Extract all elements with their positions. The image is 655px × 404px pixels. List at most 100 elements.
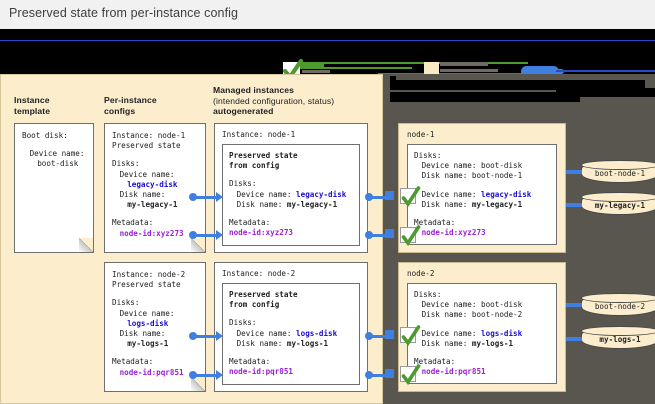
mi1-preserved-l2: from config [229, 161, 280, 171]
connector-arrow-icon [216, 331, 223, 341]
spacer [414, 210, 551, 218]
node2-extra-device-label: Device name: [421, 328, 477, 338]
connector-line [195, 195, 217, 199]
pic2-preserved: Preserved state [112, 280, 181, 290]
template-device-name-value: boot-disk [37, 159, 79, 169]
pic1-disks-label: Disks: [112, 159, 140, 169]
mi2-disk-name-label: Disk name: [236, 338, 283, 348]
volume-label: my-logs-1 [599, 335, 641, 344]
volume-label: boot-node-2 [594, 302, 646, 311]
page-fold-icon [79, 238, 94, 253]
mi2-metadata-label: Metadata: [229, 357, 271, 367]
redacted-legend-banner [0, 29, 655, 74]
volume-my-logs-1: my-logs-1 [581, 326, 655, 349]
mi2-metadata-value: node-id:pqr851 [229, 367, 294, 377]
preserved-check-badge-node1-metadata [400, 225, 421, 247]
connector-dot [189, 332, 197, 340]
pic1-disk-name-value: my-legacy-1 [127, 200, 178, 210]
spacer [112, 151, 199, 159]
right-panel-redacted-line-1 [390, 80, 645, 90]
preserved-check-badge-node2-disk [400, 325, 421, 347]
page-title: Preserved state from per-instance config [9, 6, 239, 20]
node1-extra-disk-row: Disk name: my-legacy-1 [414, 200, 551, 210]
mi2-device-row: Device name: logs-disk [229, 329, 354, 339]
page-fold-icon [191, 377, 206, 392]
mi2-device-name-value: logs-disk [296, 328, 338, 338]
node2-extra-disk-row: Disk name: my-logs-1 [414, 339, 551, 349]
node1-extra-device-label: Device name: [421, 189, 477, 199]
legend-blue-tail [549, 69, 564, 74]
check-icon [401, 225, 421, 247]
mi1-instance: Instance: node-1 [222, 130, 296, 139]
node1-title: node-1 [407, 130, 435, 139]
volume-link-my-logs-1 [566, 337, 582, 341]
connector-dot [365, 332, 373, 340]
pic1-metadata-label: Metadata: [112, 218, 154, 228]
node1-boot-disk: Disk name: boot-node-1 [421, 171, 523, 181]
pic1-disk-name-label: Disk name: [119, 190, 166, 200]
spacer [229, 210, 354, 218]
node1-boot-device: Device name: boot-disk [421, 161, 523, 171]
volume-boot-node-2: boot-node-2 [581, 293, 655, 316]
node2-extra-device-value: logs-disk [481, 328, 523, 338]
node1-extra-device-value: legacy-disk [481, 189, 532, 199]
pic2-device-name-value: logs-disk [127, 318, 169, 328]
spacer [229, 171, 354, 179]
per-instance-config-card-2: Instance: node-2 Preserved state Disks: … [104, 262, 206, 392]
column-heading-per-instance-configs: Per-instance configs [104, 95, 157, 116]
node2-metadata-label: Metadata: [414, 357, 456, 367]
mi1-device-name-label: Device name: [236, 189, 292, 199]
mi2-disks-label: Disks: [229, 318, 257, 328]
mi2-disk-name-value: my-logs-1 [286, 338, 329, 348]
node2-boot-device: Device name: boot-disk [421, 300, 523, 310]
pic1-device-name-value: legacy-disk [127, 179, 178, 189]
legend-gray-stub-4 [378, 73, 528, 74]
instance-template-heading-l2: template [14, 105, 51, 116]
node2-title: node-2 [407, 269, 435, 278]
per-instance-config-card-1: Instance: node-1 Preserved state Disks: … [104, 123, 206, 253]
right-panel-extension [570, 74, 655, 404]
spacer [229, 310, 354, 318]
cylinder-top-icon [581, 326, 655, 336]
boot-disk-label: Boot disk: [22, 131, 68, 140]
legend-blue-swatch [521, 66, 559, 74]
cylinder-top-icon [581, 192, 655, 202]
pic2-disk-name-label: Disk name: [119, 329, 166, 339]
check-icon [282, 58, 304, 74]
instance-template-card: Boot disk: Device name: boot-disk [14, 123, 94, 253]
connector-dot [189, 371, 197, 379]
cylinder-top-icon [581, 160, 655, 170]
banner-hairline [0, 40, 655, 41]
node2-disks-label: Disks: [414, 290, 442, 299]
volume-link-my-legacy-1 [566, 203, 582, 207]
volume-label: my-legacy-1 [594, 201, 646, 210]
mi1-preserved-l1: Preserved state [229, 151, 298, 160]
pic2-device-name-label: Device name: [119, 308, 175, 318]
mi1-disk-name-value: my-legacy-1 [286, 199, 338, 209]
node2-metadata-value: node-id:pqr851 [421, 367, 486, 377]
check-icon [401, 364, 421, 386]
pic1-device-name-label: Device name: [119, 169, 175, 179]
connector-dot [365, 193, 373, 201]
right-panel-redacted-tick [390, 76, 396, 82]
managed-instances-heading-l2: (intended configuration, status) [213, 95, 335, 106]
connector-line [195, 373, 217, 377]
mi2-device-name-label: Device name: [236, 328, 292, 338]
legend-gray-stub-1 [302, 70, 330, 73]
mi1-metadata-value: node-id:xyz273 [229, 228, 294, 238]
node-card-2: node-2 Disks: Device name: boot-disk Dis… [398, 262, 566, 392]
legend-green-line-1 [300, 62, 528, 64]
node2-extra-disk-label: Disk name: [421, 338, 468, 348]
spacer [414, 349, 551, 357]
spacer [22, 141, 87, 149]
check-icon [401, 325, 421, 347]
node2-inner-box: Disks: Device name: boot-disk Disk name:… [407, 283, 557, 384]
per-instance-configs-heading-l1: Per-instance [104, 95, 157, 105]
pic2-metadata-label: Metadata: [112, 357, 154, 367]
connector-line [195, 334, 217, 338]
cylinder-top-icon [581, 293, 655, 303]
right-panel-redacted-line-2 [390, 92, 580, 102]
connector-dot [365, 231, 373, 239]
node1-metadata-label: Metadata: [414, 218, 456, 228]
